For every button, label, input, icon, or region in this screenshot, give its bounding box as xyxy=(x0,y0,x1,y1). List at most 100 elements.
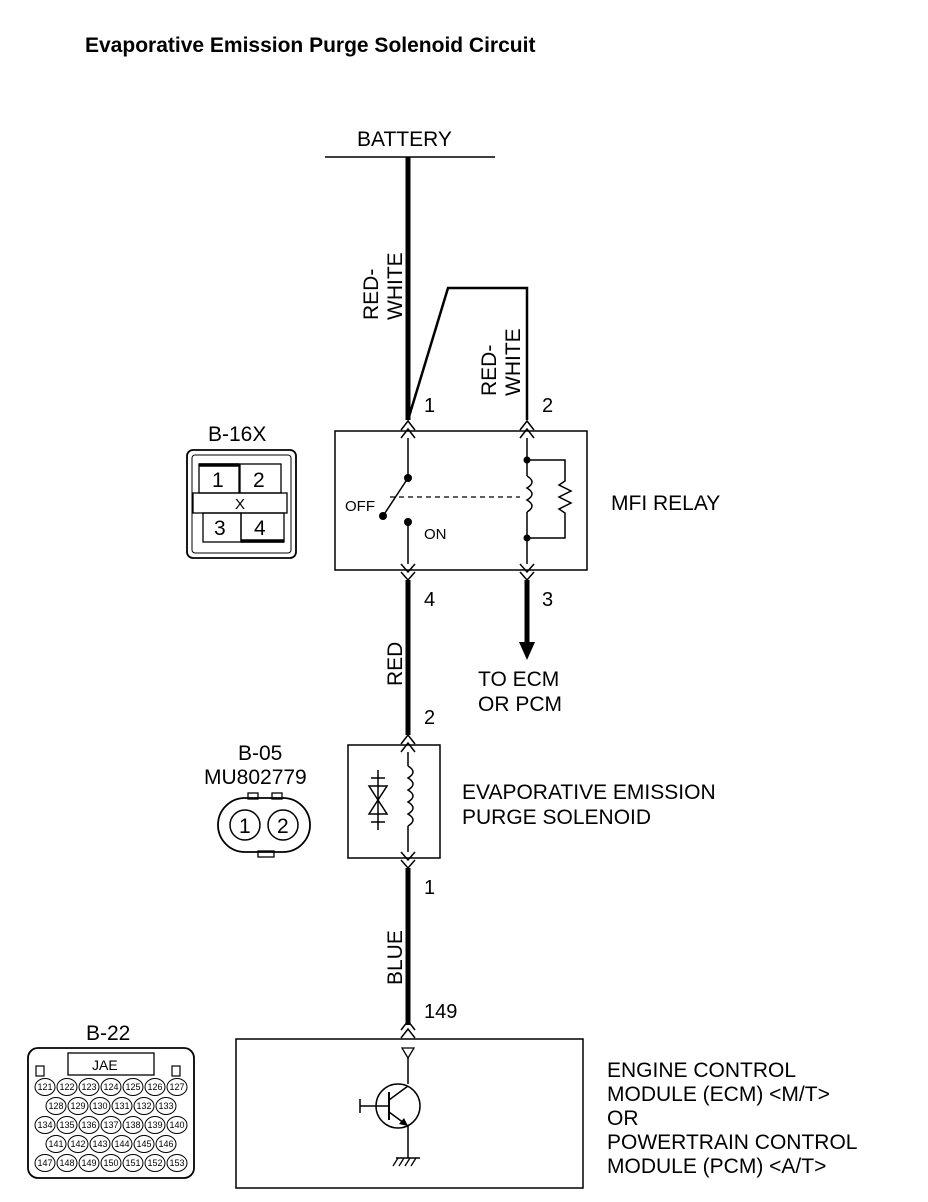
wire-red-white-a: RED- WHITE xyxy=(360,157,411,420)
connector-pin-socket xyxy=(111,1097,133,1115)
connector-pin: 1 xyxy=(239,815,251,838)
wire-blue: BLUE xyxy=(384,868,411,1025)
wire-color-label: RED- xyxy=(360,269,383,320)
connector-pin: 142 xyxy=(70,1139,85,1149)
switch-off-label: OFF xyxy=(345,498,375,515)
connector-pin: 136 xyxy=(81,1120,96,1130)
connector-pin: 121 xyxy=(37,1082,52,1092)
connector-pin-socket xyxy=(122,1154,144,1172)
ecm-module xyxy=(235,1019,584,1189)
ecm-label: ENGINE CONTROL xyxy=(607,1059,796,1082)
connector-pin-socket xyxy=(89,1135,111,1153)
connector-pin: 149 xyxy=(81,1158,96,1168)
connector-pin-socket xyxy=(133,1135,155,1153)
connector-pin-socket xyxy=(155,1135,177,1153)
connector-pin-socket xyxy=(144,1154,166,1172)
connector-pin: 125 xyxy=(125,1082,140,1092)
connector-pin-socket xyxy=(166,1078,188,1096)
connector-b16x: B-16X 1 2 3 4 X xyxy=(186,423,297,559)
connector-pin: 128 xyxy=(48,1101,63,1111)
connector-pin: 2 xyxy=(253,469,265,492)
ecm-label: MODULE (ECM) <M/T> xyxy=(607,1083,830,1106)
pin-label: 3 xyxy=(542,589,553,611)
mfi-relay: OFF ON xyxy=(334,419,588,582)
connector-pin: 1 xyxy=(212,469,224,492)
connector-pin: 150 xyxy=(103,1158,118,1168)
pin-label: 1 xyxy=(424,395,435,417)
connector-pin: 135 xyxy=(59,1120,74,1130)
connector-name: B-16X xyxy=(208,423,266,446)
connector-pin-socket xyxy=(133,1097,155,1115)
wire-color-label: WHITE xyxy=(502,328,525,396)
pin-label: 4 xyxy=(424,589,435,611)
connector-pin-socket xyxy=(111,1135,133,1153)
connector-pin-socket xyxy=(89,1097,111,1115)
pin-label: 2 xyxy=(542,395,553,417)
wire-to-ecm: TO ECM OR PCM xyxy=(478,580,562,716)
connector-pin-socket xyxy=(144,1116,166,1134)
connector-b05: B-05 MU802779 1 2 xyxy=(204,742,311,858)
connector-pin: 124 xyxy=(103,1082,118,1092)
connector-pin: 129 xyxy=(70,1101,85,1111)
connector-pin-socket xyxy=(45,1097,67,1115)
connector-pin-socket xyxy=(67,1097,89,1115)
battery-label: BATTERY xyxy=(357,128,452,151)
solenoid-label: PURGE SOLENOID xyxy=(462,806,651,829)
relay-switch: OFF ON xyxy=(345,438,520,564)
pin-label: 2 xyxy=(424,707,435,729)
connector-pin-socket xyxy=(144,1078,166,1096)
connector-pin: 144 xyxy=(114,1139,129,1149)
connector-pin: 140 xyxy=(169,1120,184,1130)
diagram-title: Evaporative Emission Purge Solenoid Circ… xyxy=(85,34,535,57)
connector-pin: 123 xyxy=(81,1082,96,1092)
connector-name: B-22 xyxy=(86,1022,130,1045)
connector-pin: 152 xyxy=(147,1158,162,1168)
wire-red: RED xyxy=(384,580,411,735)
wire-color-label: BLUE xyxy=(384,930,407,985)
connector-pin: 146 xyxy=(158,1139,173,1149)
ecm-label: OR xyxy=(607,1107,639,1130)
wire-color-label: WHITE xyxy=(384,252,407,320)
connector-pin: 132 xyxy=(136,1101,151,1111)
connector-part-number: MU802779 xyxy=(204,766,307,789)
connector-pin: 153 xyxy=(169,1158,184,1168)
connector-pin: 147 xyxy=(37,1158,52,1168)
ecm-label: MODULE (PCM) <A/T> xyxy=(607,1155,826,1178)
connector-pin: 138 xyxy=(125,1120,140,1130)
solenoid-label: EVAPORATIVE EMISSION xyxy=(462,781,716,804)
ecm-label: POWERTRAIN CONTROL xyxy=(607,1131,857,1154)
to-ecm-label: OR PCM xyxy=(478,693,562,716)
connector-pin-socket xyxy=(67,1135,89,1153)
connector-pin-socket xyxy=(100,1078,122,1096)
connector-pin-socket xyxy=(166,1154,188,1172)
wire-color-label: RED xyxy=(384,642,407,686)
connector-pin: 137 xyxy=(103,1120,118,1130)
connector-pin: 3 xyxy=(214,517,226,540)
connector-pin: 131 xyxy=(114,1101,129,1111)
connector-pin-socket xyxy=(78,1078,100,1096)
pin-label: 1 xyxy=(424,877,435,899)
connector-pin-socket xyxy=(56,1116,78,1134)
connector-pin-socket xyxy=(122,1078,144,1096)
connector-pin-socket xyxy=(122,1116,144,1134)
relay-coil xyxy=(523,438,573,564)
pin-label: 149 xyxy=(424,1001,457,1023)
connector-maker: JAE xyxy=(92,1057,118,1073)
connector-pin: 133 xyxy=(158,1101,173,1111)
connector-pin: 130 xyxy=(92,1101,107,1111)
connector-pin: 122 xyxy=(59,1082,74,1092)
connector-mark: X xyxy=(235,496,245,513)
connector-pin-socket xyxy=(78,1154,100,1172)
connector-pin-socket xyxy=(34,1078,56,1096)
connector-name: B-05 xyxy=(238,742,282,765)
connector-pin: 4 xyxy=(254,517,266,540)
connector-pin: 145 xyxy=(136,1139,151,1149)
connector-pin-socket xyxy=(166,1116,188,1134)
connector-pin: 134 xyxy=(37,1120,52,1130)
connector-pin-socket xyxy=(78,1116,100,1134)
connector-pin: 151 xyxy=(125,1158,140,1168)
connector-pin: 2 xyxy=(277,815,289,838)
